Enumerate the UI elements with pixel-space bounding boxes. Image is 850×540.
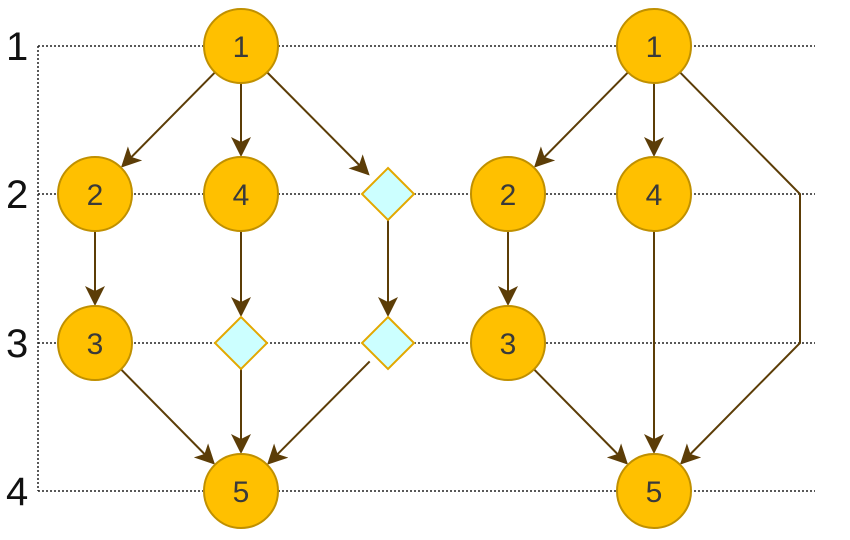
dummy-node-ad1 (360, 166, 416, 222)
graph-right-node-label-3: 3 (500, 328, 517, 361)
graph-left-node-4 (203, 156, 279, 232)
level-label-1: 1 (6, 25, 28, 69)
graph-left-node-label-4: 4 (233, 179, 250, 212)
edge-b1-b5 (679, 71, 801, 465)
dummy-node-ad2 (213, 315, 269, 371)
level-label-4: 4 (6, 470, 28, 514)
graph-right-node-label-4: 4 (646, 179, 663, 212)
level-label-2: 2 (6, 173, 28, 217)
nodes: 1 2 4 3 5 1 2 4 3 5 (57, 8, 692, 529)
graph-right-node-3 (470, 305, 546, 381)
graph-left-node-1 (203, 8, 279, 84)
edge-a1-ad1 (266, 71, 370, 176)
edge-ad3-a5 (267, 360, 371, 465)
graph-left-node-2 (57, 156, 133, 232)
edges (85, 71, 801, 465)
graph-right-node-2 (470, 156, 546, 232)
edge-a3-a5 (120, 368, 216, 465)
level-grid (37, 45, 815, 492)
graph-right-node-label-1: 1 (646, 31, 663, 64)
graph-right-node-label-2: 2 (500, 179, 517, 212)
graph-right-node-1 (616, 8, 692, 84)
graph-left-node-label-2: 2 (87, 179, 104, 212)
graph-left-node-label-1: 1 (233, 31, 250, 64)
graph-right-node-5 (616, 453, 692, 529)
graph-left-node-label-3: 3 (87, 328, 104, 361)
level-label-3: 3 (6, 322, 28, 366)
graph-right-node-label-5: 5 (646, 476, 663, 509)
level-labels: 1 2 3 4 (6, 25, 28, 514)
graph-left-node-3 (57, 305, 133, 381)
graph-left-node-label-5: 5 (233, 476, 250, 509)
edge-b1-b2 (533, 71, 629, 168)
graph-right-node-4 (616, 156, 692, 232)
edge-b3-b5 (533, 368, 629, 465)
edge-a1-a2 (120, 71, 216, 168)
dummy-node-ad3 (360, 315, 416, 371)
graph-left-node-5 (203, 453, 279, 529)
